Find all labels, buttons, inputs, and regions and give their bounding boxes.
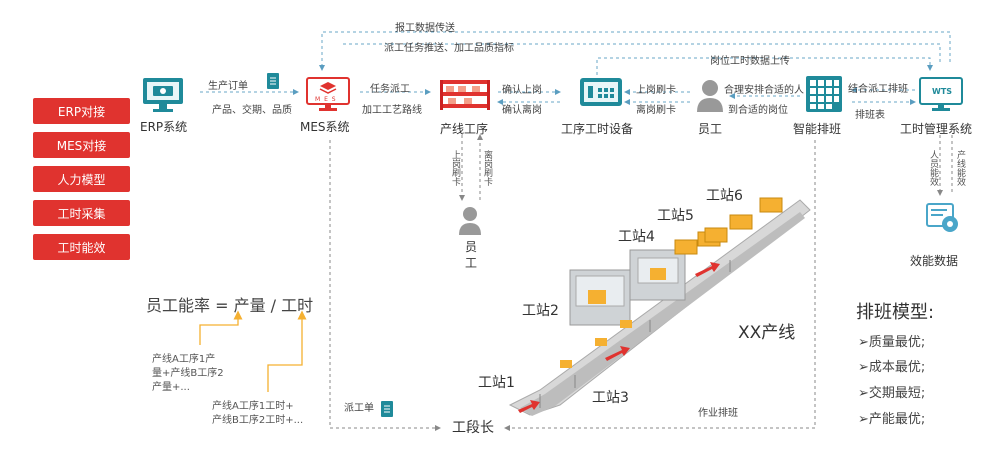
station-3-label: 工站3 (592, 390, 629, 406)
station-6-label: 工站6 (706, 188, 743, 204)
person-icon-2 (457, 205, 483, 239)
output-line-1: 产线A工序1产 (152, 354, 216, 365)
schedule-table-label: 排班表 (855, 110, 885, 121)
efficiency-formula: 员工能率 = 产量 / 工时 (146, 296, 314, 315)
side-button-hours-efficiency[interactable]: 工时能效 (33, 234, 130, 260)
station-5-label: 工站5 (657, 208, 694, 224)
station-1-label: 工站1 (478, 375, 515, 391)
station-4-label: 工站4 (618, 229, 655, 245)
side-button-erp[interactable]: ERP对接 (33, 98, 130, 124)
swipe-off-label: 离岗刷卡 (636, 105, 676, 116)
mes-icon-text: M E S (315, 96, 337, 103)
production-line-illustration (508, 197, 811, 416)
model-title: 排班模型: (856, 302, 935, 323)
hours-system-label: 工时管理系统 (900, 122, 973, 136)
confirm-off-label: 确认离岗 (502, 105, 542, 116)
dispatch-document-icon (380, 400, 394, 422)
hours-sum-text: 产线A工序1工时+ 产线B工序2工时+... (212, 400, 303, 428)
model-item-quality: ➢质量最优; (858, 335, 926, 350)
section-leader-label: 工段长 (452, 420, 494, 436)
efficiency-data-label: 效能数据 (910, 254, 959, 268)
production-order-label: 生产订单 (208, 81, 248, 92)
post-hours-line (596, 57, 933, 75)
dispatch-sheet-label: 派工单 (344, 403, 374, 414)
product-delivery-quality-label: 产品、交期、品质 (212, 105, 292, 116)
hours-line-1: 产线A工序1工时+ (212, 401, 294, 412)
vert-swipe-on-label: 上岗刷卡 (450, 150, 460, 186)
vert-swipe-off-label: 离岗刷卡 (482, 150, 492, 186)
dispatch-push-label: 派工任务推送、加工品质指标 (384, 43, 514, 54)
work-schedule-label: 作业排班 (698, 408, 738, 419)
dispatch-push-line (340, 43, 941, 62)
swipe-on-label: 上岗刷卡 (636, 85, 676, 96)
erp-label: ERP系统 (140, 120, 188, 134)
report-data-label: 报工数据传送 (395, 23, 455, 34)
output-line-2: 量+产线B工序2 (152, 368, 224, 379)
personnel-efficiency-label: 人员能效 (928, 150, 938, 186)
output-sum-text: 产线A工序1产 量+产线B工序2 产量+... (152, 353, 224, 395)
confirm-on-label: 确认上岗 (502, 85, 542, 96)
process-route-label: 加工工艺路线 (362, 105, 422, 116)
to-suitable-post-label: 到合适的岗位 (728, 105, 788, 116)
line-efficiency-label: 产线能效 (955, 150, 965, 186)
line-name-label: XX产线 (738, 323, 796, 343)
combine-dispatch-label: 结合派工排班 (848, 84, 908, 95)
person-icon (695, 78, 725, 116)
side-button-mes[interactable]: MES对接 (33, 132, 130, 158)
shelf-icon (438, 78, 492, 116)
wts-icon-text: WTS (932, 87, 953, 96)
mes-label: MES系统 (300, 120, 350, 134)
task-dispatch-label: 任务派工 (370, 84, 410, 95)
scheduling-label: 智能排班 (793, 122, 842, 136)
side-button-hours-collect[interactable]: 工时采集 (33, 200, 130, 226)
erp-monitor-icon (141, 76, 185, 118)
mes-monitor-icon (305, 76, 351, 118)
report-data-line (319, 31, 951, 71)
device-terminal-icon (578, 76, 624, 116)
calendar-grid-icon (804, 74, 844, 118)
hours-line-2: 产线B工序2工时+... (212, 415, 304, 426)
employee2-label-b: 工 (465, 256, 478, 270)
station-2-label: 工站2 (522, 303, 559, 319)
model-item-cost: ➢成本最优; (858, 360, 926, 375)
wts-monitor-icon (918, 76, 964, 118)
arrange-suitable-label: 合理安排合适的人 (724, 85, 804, 96)
post-hours-label: 岗位工时数据上传 (710, 56, 790, 67)
model-item-delivery: ➢交期最短; (858, 386, 926, 401)
line-process-label: 产线工序 (440, 122, 489, 136)
employee-label: 员工 (698, 122, 723, 136)
employee2-label-a: 员 (465, 240, 478, 254)
output-line-3: 产量+... (152, 382, 190, 393)
model-item-capacity: ➢产能最优; (858, 412, 926, 427)
document-icon (266, 72, 280, 94)
device-label: 工序工时设备 (561, 122, 634, 136)
efficiency-gear-icon (925, 200, 961, 240)
side-button-hr-model[interactable]: 人力模型 (33, 166, 130, 192)
